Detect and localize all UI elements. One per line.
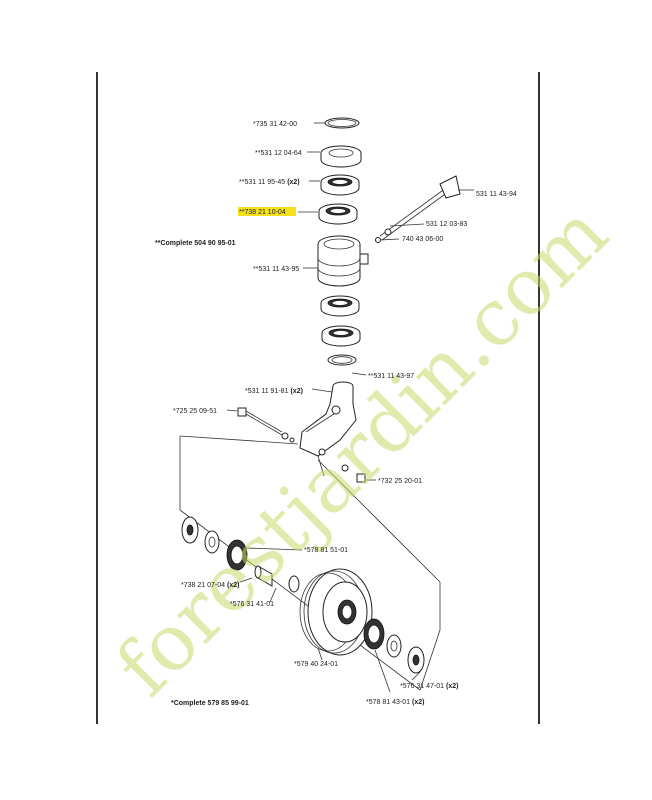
wheel-frame-lines	[179, 435, 441, 691]
hub-cap-right-part	[407, 646, 425, 674]
label-576-31-47-01: *576 31 47-01(x2)	[400, 683, 458, 690]
label-738-21-07-04: *738 21 07-04(x2)	[181, 582, 239, 589]
label-738-21-10-04: **738 21 10-04	[239, 209, 286, 216]
label-579-40-24-01: *579 40 24-01	[294, 661, 338, 668]
label-531-11-91-81: *531 11 91-81(x2)	[245, 388, 303, 395]
label-highlight	[238, 207, 296, 216]
wheel-tire-part	[299, 568, 373, 656]
label-578-81-51-01: *578 81 51-01	[304, 547, 348, 554]
label-531-12-04-64: **531 12 04-64	[255, 150, 302, 157]
label-725-25-09-51: *725 25 09-51	[173, 408, 217, 415]
caster-fork-part	[299, 381, 357, 477]
label-531-11-43-97: **531 11 43-97	[368, 373, 414, 380]
dust-cap-part	[320, 145, 362, 168]
bearing-wheel-left-part	[226, 539, 248, 571]
label-complete-504-90-95-01: **Complete 504 90 95-01	[155, 240, 236, 247]
nut-part	[341, 464, 366, 483]
label-531-11-43-95: **531 11 43-95	[253, 266, 299, 273]
bearing-lower-2-part	[321, 325, 361, 347]
hub-cap-left-part	[181, 516, 199, 544]
circlip-part	[324, 117, 360, 129]
lever-pin-part	[375, 175, 461, 243]
label-576-31-41-01: *576 31 41-01	[230, 601, 274, 608]
bearing-wheel-right-part	[363, 618, 385, 650]
bolt-part	[237, 407, 295, 443]
label-531-12-03-83: 531 12 03-83	[426, 221, 467, 228]
label-732-25-20-01: *732 25 20-01	[378, 478, 422, 485]
bearing-highlighted-part	[318, 203, 358, 225]
label-735-31-42-00: *735 31 42-00	[253, 121, 297, 128]
seal-ring-part	[327, 354, 357, 366]
label-531-11-43-94: 531 11 43-94	[476, 191, 517, 198]
bearing-lower-1-part	[320, 295, 360, 317]
label-531-11-95-45: **531 11 95-45(x2)	[239, 179, 300, 186]
steering-housing-part	[317, 235, 369, 287]
bearing-upper-part	[320, 174, 360, 196]
washer-right-part	[386, 634, 402, 658]
circlip-wheel-part	[288, 575, 300, 593]
spacer-tube-part	[254, 565, 273, 587]
label-740-43-06-00: 740 43 06-00	[402, 236, 443, 243]
label-578-81-43-01: *578 81 43-01(x2)	[366, 699, 424, 706]
label-complete-579-85-99-01: *Complete 579 85 99-01	[171, 700, 249, 707]
washer-left-part	[204, 530, 220, 554]
